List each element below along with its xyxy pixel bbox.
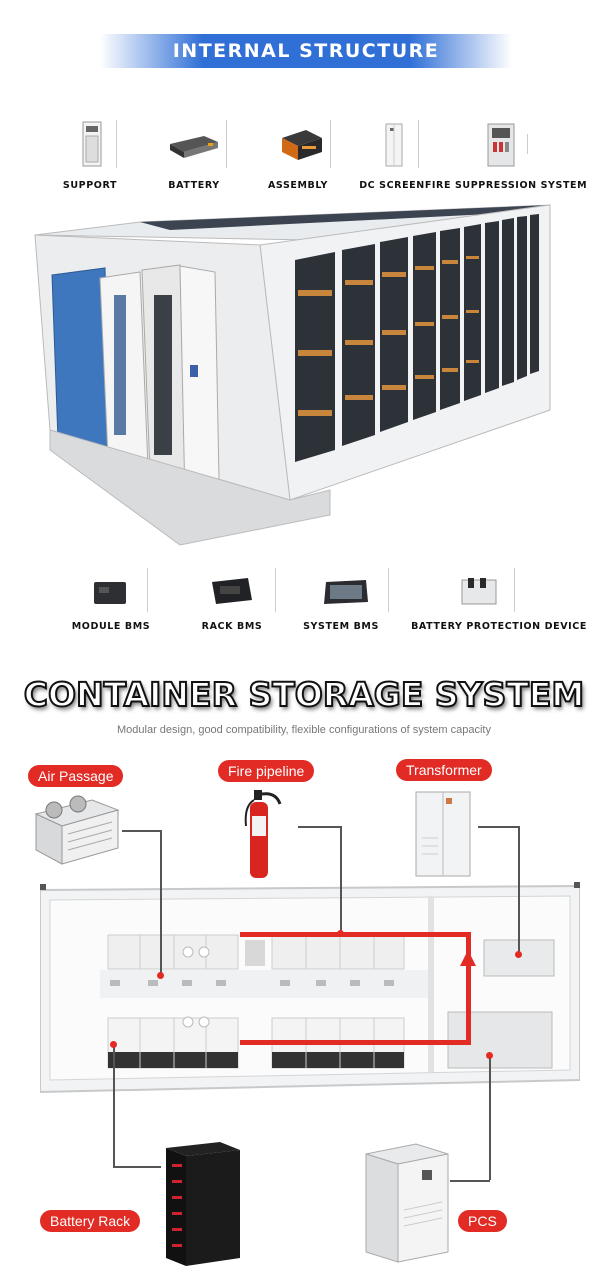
divider: [226, 120, 227, 168]
leader-line: [489, 1056, 491, 1180]
internal-structure-title: INTERNAL STRUCTURE: [172, 40, 440, 62]
component-rack-bms: [208, 574, 256, 608]
leader-line: [450, 1180, 490, 1182]
leader-line: [518, 826, 520, 954]
battery-rack-marker: [110, 1041, 117, 1048]
battery-racks: [295, 214, 539, 462]
label-battery: BATTERY: [168, 180, 220, 191]
label-rack-bms: RACK BMS: [201, 621, 263, 632]
battery-rack-icon: [166, 1142, 240, 1266]
leader-line: [113, 1046, 115, 1166]
label-battery-protection-device: BATTERY PROTECTION DEVICE: [411, 621, 587, 632]
support-cabinet-icon: [82, 121, 102, 167]
divider: [527, 134, 528, 154]
leader-line: [478, 826, 518, 828]
transformer-tag: Transformer: [396, 759, 492, 781]
label-fire-suppression: FIRE SUPPRESSION SYSTEM: [424, 180, 588, 191]
leader-line: [113, 1166, 161, 1168]
label-support: SUPPORT: [62, 180, 118, 191]
leader-line: [160, 830, 162, 976]
pcs-cabinet-icon: [365, 1143, 449, 1263]
air-passage-marker: [157, 972, 164, 979]
leader-line: [340, 826, 342, 934]
internal-structure-banner: INTERNAL STRUCTURE: [100, 34, 512, 68]
container-storage-title: CONTAINER STORAGE SYSTEM: [23, 674, 585, 715]
battery-assembly-icon: [282, 130, 322, 160]
component-assembly: [278, 126, 324, 164]
leader-line: [298, 826, 340, 828]
pcs-marker: [486, 1052, 493, 1059]
fire-pipeline-tag: Fire pipeline: [218, 760, 315, 782]
label-assembly: ASSEMBLY: [267, 180, 329, 191]
system-bms-icon: [324, 580, 368, 604]
divider: [116, 120, 117, 168]
component-dc-screen: [382, 122, 406, 168]
component-battery-protection-device: [458, 574, 500, 608]
module-bms-icon: [94, 582, 126, 604]
transformer-cabinet-icon: [415, 791, 471, 877]
fire-extinguisher-icon: [244, 790, 282, 878]
component-battery: [168, 130, 220, 162]
container-floorplan: [40, 882, 580, 1094]
battery-module-icon: [170, 136, 218, 158]
divider: [147, 568, 148, 612]
fire-pipeline-marker: [337, 930, 344, 937]
pcs-tag: PCS: [458, 1210, 507, 1232]
label-module-bms: MODULE BMS: [71, 621, 151, 632]
label-system-bms: SYSTEM BMS: [303, 621, 379, 632]
component-system-bms: [322, 576, 370, 608]
fire-suppression-cabinet-icon: [487, 123, 515, 167]
component-module-bms: [90, 578, 130, 608]
air-conditioner-icon: [34, 795, 120, 865]
component-support: [78, 120, 108, 168]
divider: [275, 568, 276, 612]
container-storage-subtitle: Modular design, good compatibility, flex…: [117, 724, 491, 736]
battery-protection-device-icon: [461, 578, 497, 605]
lower-battery-row: [107, 1016, 405, 1069]
component-fire-suppression: [484, 122, 518, 168]
divider: [388, 568, 389, 612]
leader-line: [122, 830, 160, 832]
dc-screen-cabinet-icon: [385, 123, 403, 167]
air-passage-tag: Air Passage: [28, 765, 124, 787]
label-dc-screen: DC SCREEN: [359, 180, 425, 191]
fire-pipes: [240, 932, 476, 1045]
divider: [418, 120, 419, 168]
divider: [330, 120, 331, 168]
divider: [514, 568, 515, 612]
upper-battery-row: [107, 934, 405, 970]
transformer-marker: [515, 951, 522, 958]
rack-bms-icon: [212, 578, 252, 604]
container-illustration: [34, 204, 551, 546]
battery-rack-tag: Battery Rack: [40, 1210, 141, 1232]
